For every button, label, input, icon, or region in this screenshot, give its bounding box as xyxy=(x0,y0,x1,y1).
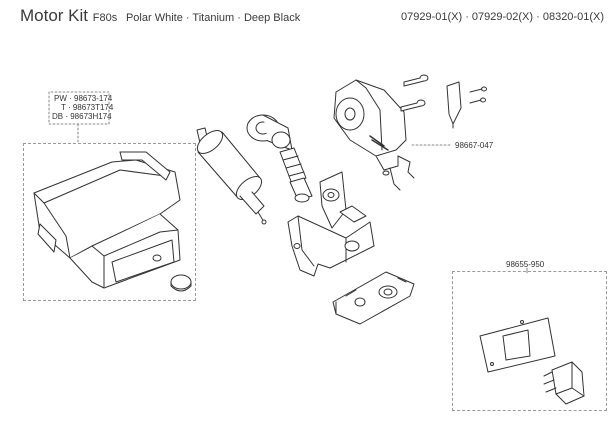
connector-piece xyxy=(446,81,462,129)
mounting-flange xyxy=(319,171,347,229)
switch-group-box xyxy=(452,271,607,411)
screw-top xyxy=(403,74,429,87)
switch-plate xyxy=(479,317,556,373)
cover-group-box xyxy=(23,143,196,301)
motor-bracket xyxy=(287,205,375,277)
gear-shaft xyxy=(279,147,313,203)
base-plate xyxy=(332,271,415,325)
cover-label-bracket xyxy=(48,91,110,144)
article-codes: 07929-01(X) · 07929-02(X) · 08320-01(X) xyxy=(400,11,604,23)
cover-cap xyxy=(170,274,192,292)
tiny-pin-lower xyxy=(469,97,486,104)
diagram-title: Motor Kit F80s Polar White · Titanium · … xyxy=(20,6,300,26)
motor-cover xyxy=(33,151,181,289)
gearbox-part-code: 98667-047 xyxy=(455,141,494,150)
rocker-switch xyxy=(543,361,585,405)
bearing-housing xyxy=(246,114,293,151)
cover-code-db: DB · 98673H174 xyxy=(52,112,112,121)
title-model: F80s xyxy=(92,12,118,24)
electric-motor xyxy=(196,130,267,225)
switch-part-code: 98655-950 xyxy=(506,260,545,269)
title-main: Motor Kit xyxy=(20,6,89,25)
tiny-pin-upper xyxy=(469,86,487,93)
title-variants: Polar White · Titanium · Deep Black xyxy=(125,12,301,24)
cover-code-pw: PW · 98673-174 xyxy=(54,94,113,103)
gearbox xyxy=(333,79,415,191)
screw-bottom xyxy=(400,99,426,112)
cover-code-t: T · 98673T174 xyxy=(61,103,114,112)
cover-part-codes: PW · 98673-174 T · 98673T174 DB · 98673H… xyxy=(52,94,113,121)
